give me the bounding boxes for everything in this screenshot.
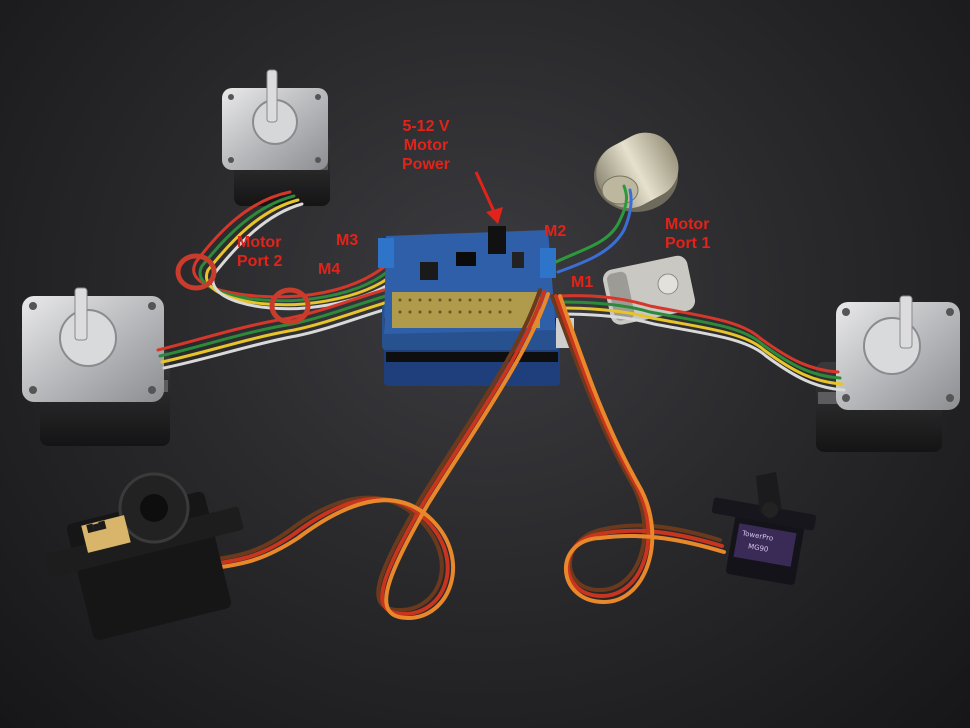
motor-port-2-label-line1: Motor — [237, 234, 282, 251]
motor-power-label-line2: Motor — [403, 137, 449, 154]
stepper-motor-left — [22, 287, 170, 446]
motor-wires — [156, 184, 846, 392]
motor-port-1-label: Motor Port 1 — [665, 215, 710, 253]
motor-port-1-label-line1: Motor — [665, 216, 710, 233]
motor-port-2-label: Motor Port 2 — [237, 233, 282, 271]
m1-label: M1 — [571, 274, 594, 291]
m3-label: M3 — [336, 232, 359, 249]
motor-power-label: 5-12 V Motor Power — [402, 117, 450, 174]
stepper-motor-top-left — [222, 69, 330, 206]
dc-motor-top — [594, 132, 679, 212]
m2-label: M2 — [544, 223, 567, 240]
motor-shield-stack — [378, 226, 574, 386]
large-servo — [44, 472, 244, 641]
motor-port-2-label-line2: Port 2 — [237, 253, 283, 270]
servo-wires — [208, 288, 726, 621]
motor-power-label-line3: Power — [402, 156, 451, 173]
motor-port-1-label-line2: Port 1 — [665, 235, 711, 252]
motor-power-arrow — [474, 171, 503, 224]
stepper-motor-right — [816, 295, 960, 452]
m4-label: M4 — [318, 261, 341, 278]
small-servo — [711, 472, 817, 585]
motor-power-label-line1: 5-12 V — [402, 118, 450, 135]
